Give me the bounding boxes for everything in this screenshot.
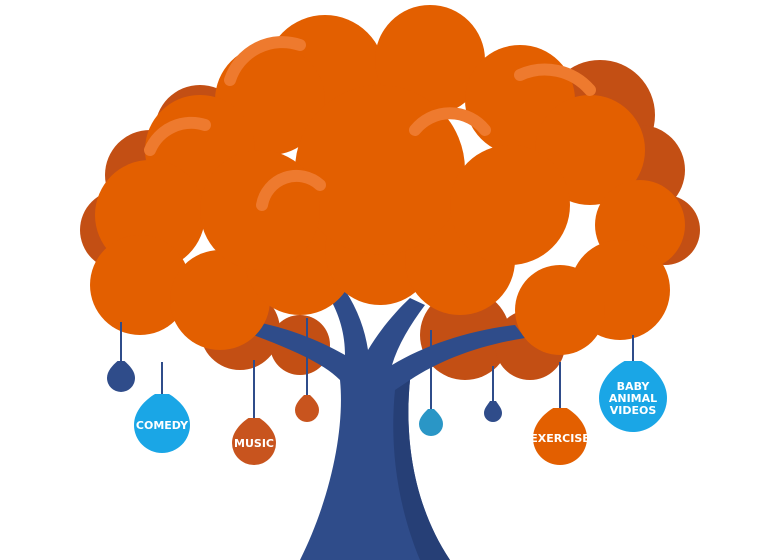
fruit-label: BABY (617, 380, 651, 393)
fruit-comedy: COMEDY (134, 362, 190, 453)
fruit-label: MUSIC (234, 437, 274, 450)
fruit-body (134, 394, 190, 453)
fruit-music: MUSIC (232, 360, 276, 465)
fruit-label: ANIMAL (609, 392, 657, 405)
fruit-exercise: EXERCISE (530, 362, 590, 465)
fruit-label: COMEDY (136, 419, 189, 432)
fruit-label: EXERCISE (530, 432, 590, 445)
fruit-body (419, 409, 443, 436)
fruit-label: VIDEOS (610, 404, 657, 417)
fruit-navy-small (484, 366, 502, 422)
fruit-body (232, 418, 276, 465)
fruit-body (484, 401, 502, 422)
fruit-body (295, 395, 319, 422)
fruit-body (599, 361, 667, 432)
fruit-body (107, 361, 135, 392)
fruit-body (533, 408, 587, 465)
fruit-rust-small (295, 318, 319, 422)
canopy-highlights (144, 36, 596, 211)
fruit-teal-small (419, 330, 443, 436)
tree-trunk (230, 290, 525, 560)
canopy (90, 5, 685, 355)
fruit-navy-left (107, 322, 135, 392)
